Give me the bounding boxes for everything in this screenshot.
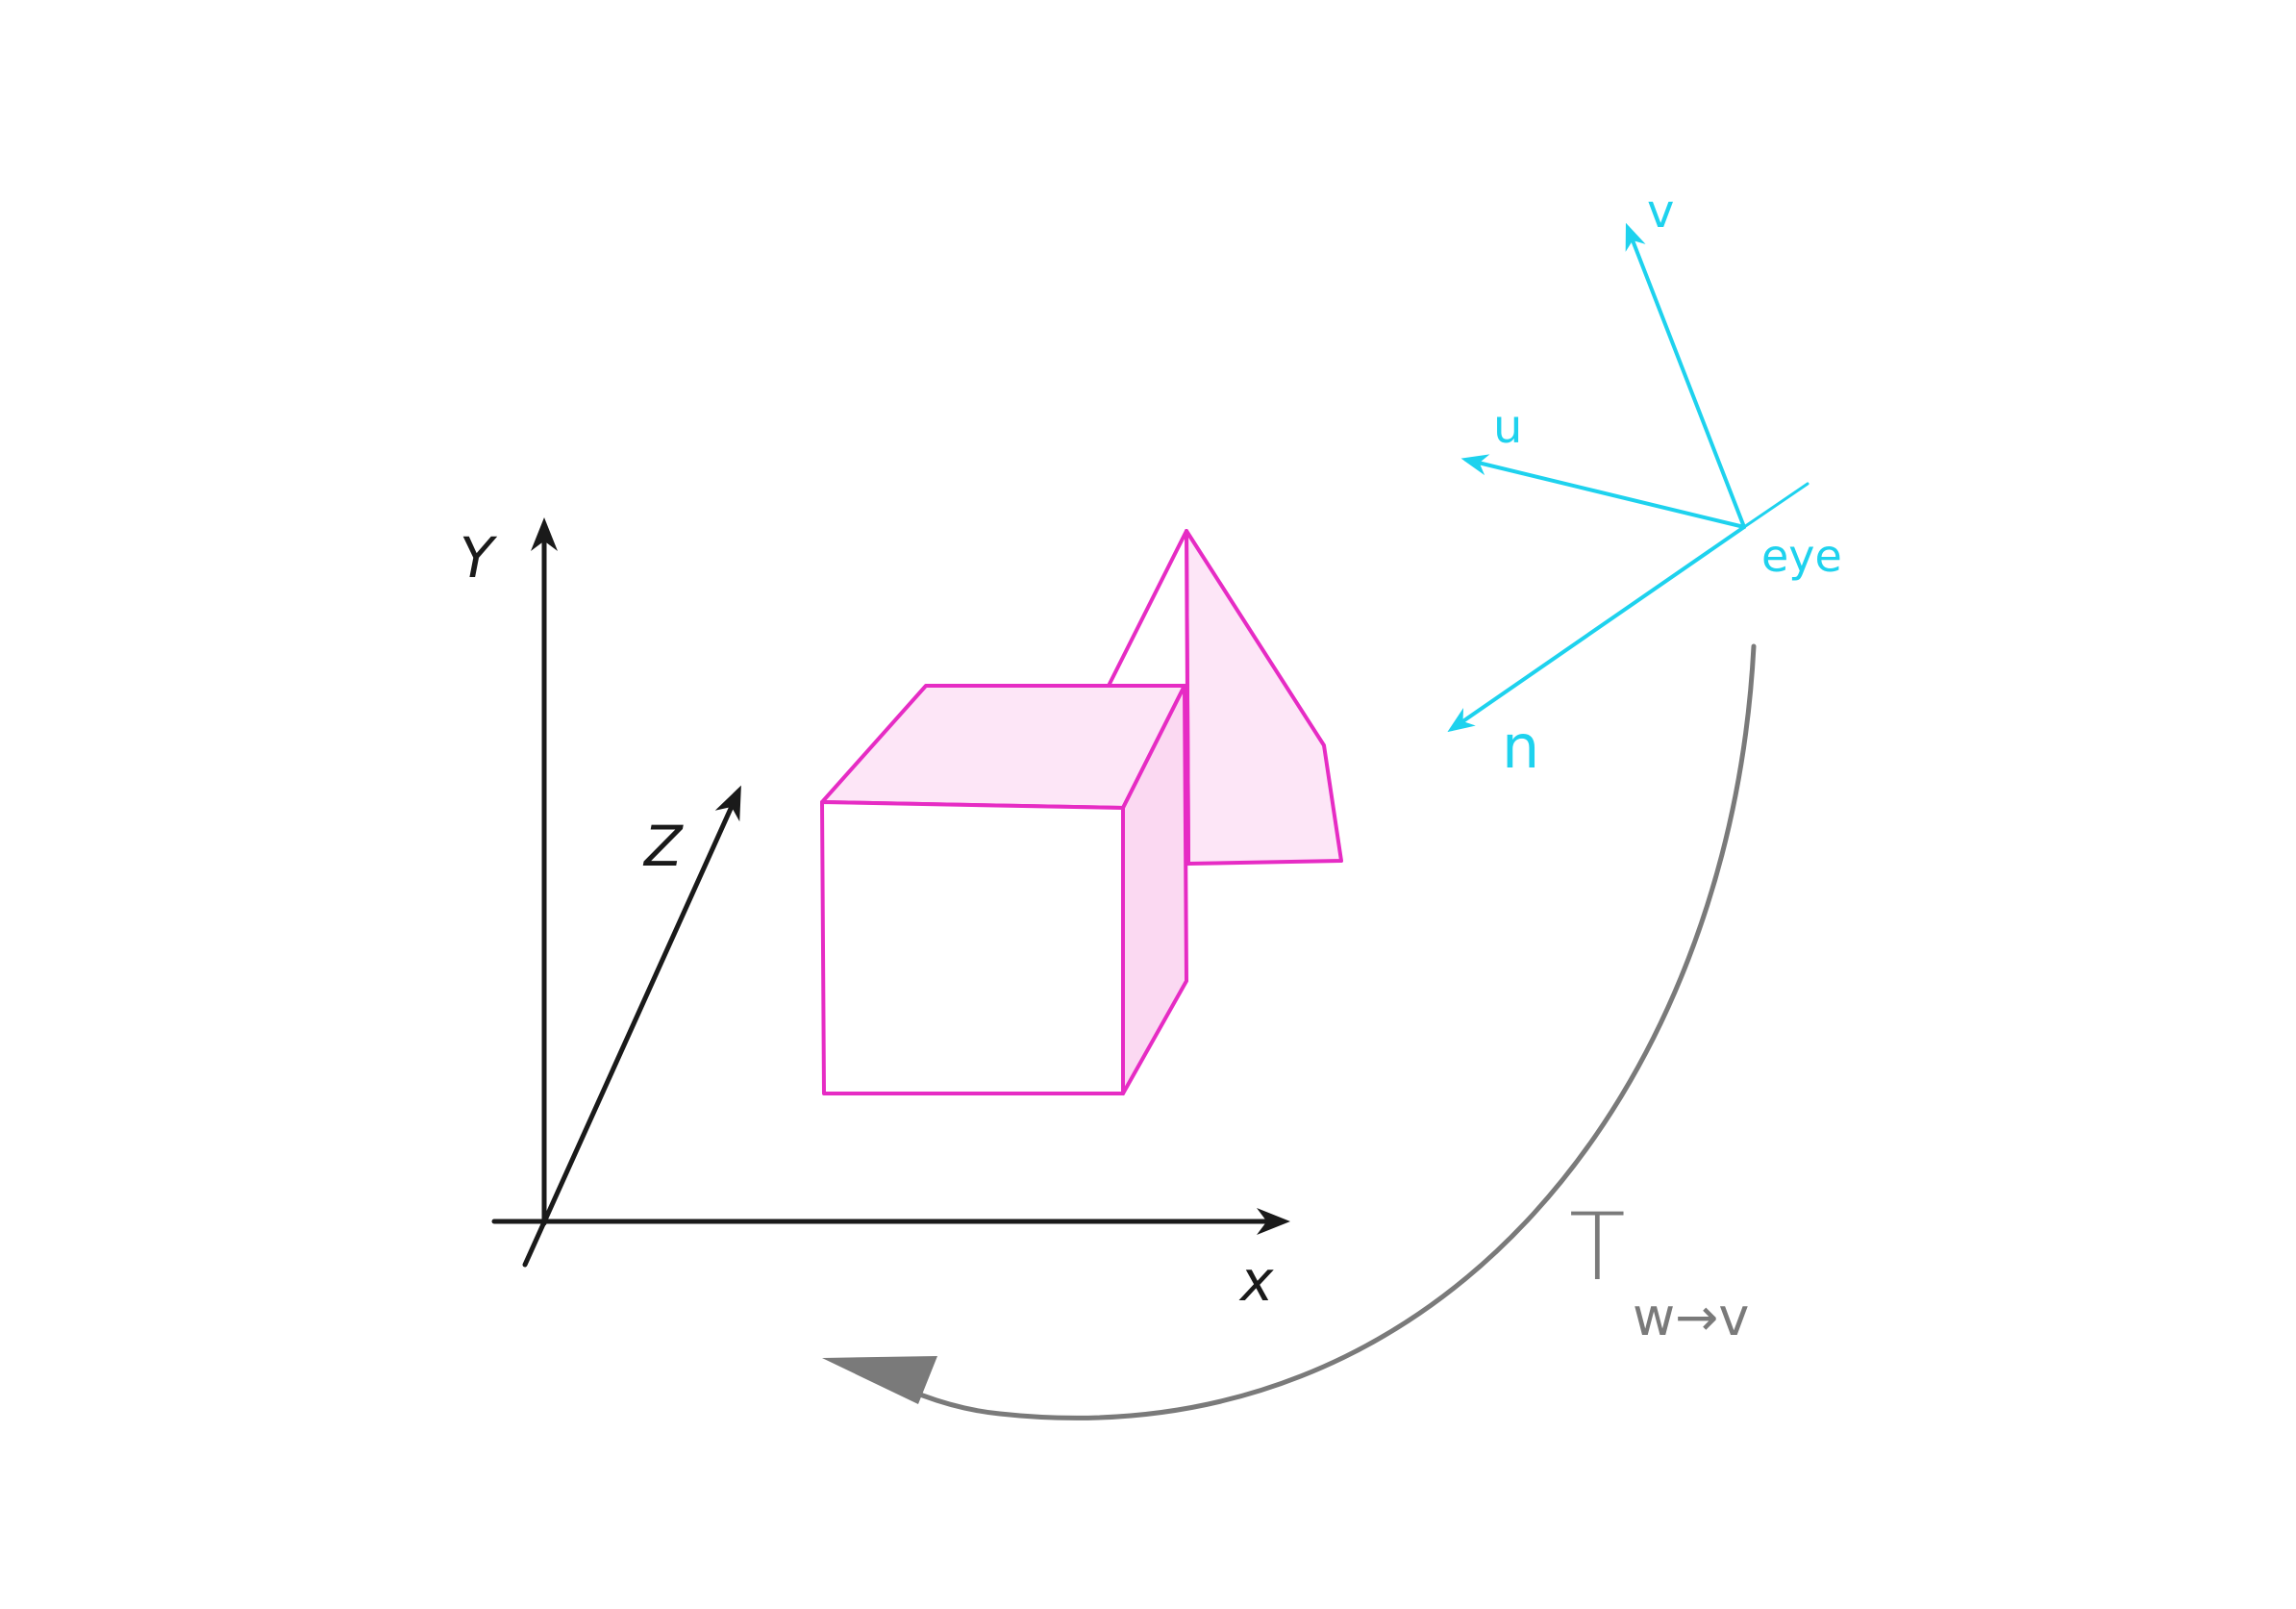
transform-subscript: w→v xyxy=(1633,1287,1749,1347)
y-axis-label: Y xyxy=(460,525,498,591)
camera-v-axis xyxy=(1625,222,1746,529)
cube xyxy=(820,684,1188,1095)
pyramid-side-face xyxy=(1185,529,1343,866)
transform-symbol: T xyxy=(1569,1194,1626,1301)
z-axis xyxy=(522,785,741,1268)
camera-u-label: u xyxy=(1493,400,1522,454)
camera-n-axis xyxy=(1447,525,1746,733)
world-axes xyxy=(491,517,1290,1268)
camera-u-axis xyxy=(1460,454,1746,529)
camera-v-label: v xyxy=(1647,185,1674,239)
camera-extension xyxy=(1742,482,1809,529)
camera-eye-label: eye xyxy=(1761,530,1842,582)
camera-frame xyxy=(1447,222,1809,733)
cube-front-face xyxy=(820,800,1125,1095)
x-axis-label: x xyxy=(1238,1248,1274,1314)
transform-arc xyxy=(867,643,1757,1420)
z-axis-label: Z xyxy=(642,814,684,879)
transform-arrowhead xyxy=(822,1356,937,1404)
camera-n-label: n xyxy=(1502,712,1539,782)
